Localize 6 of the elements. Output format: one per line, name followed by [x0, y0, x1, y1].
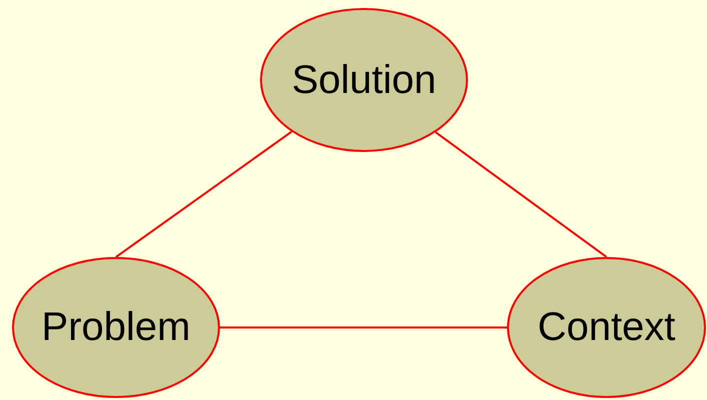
node-label: Context [538, 305, 676, 350]
node-label: Problem [42, 305, 190, 350]
connector-line [434, 131, 608, 258]
connector-line [220, 326, 507, 328]
node-label: Solution [292, 58, 436, 102]
connector-line [115, 130, 292, 258]
